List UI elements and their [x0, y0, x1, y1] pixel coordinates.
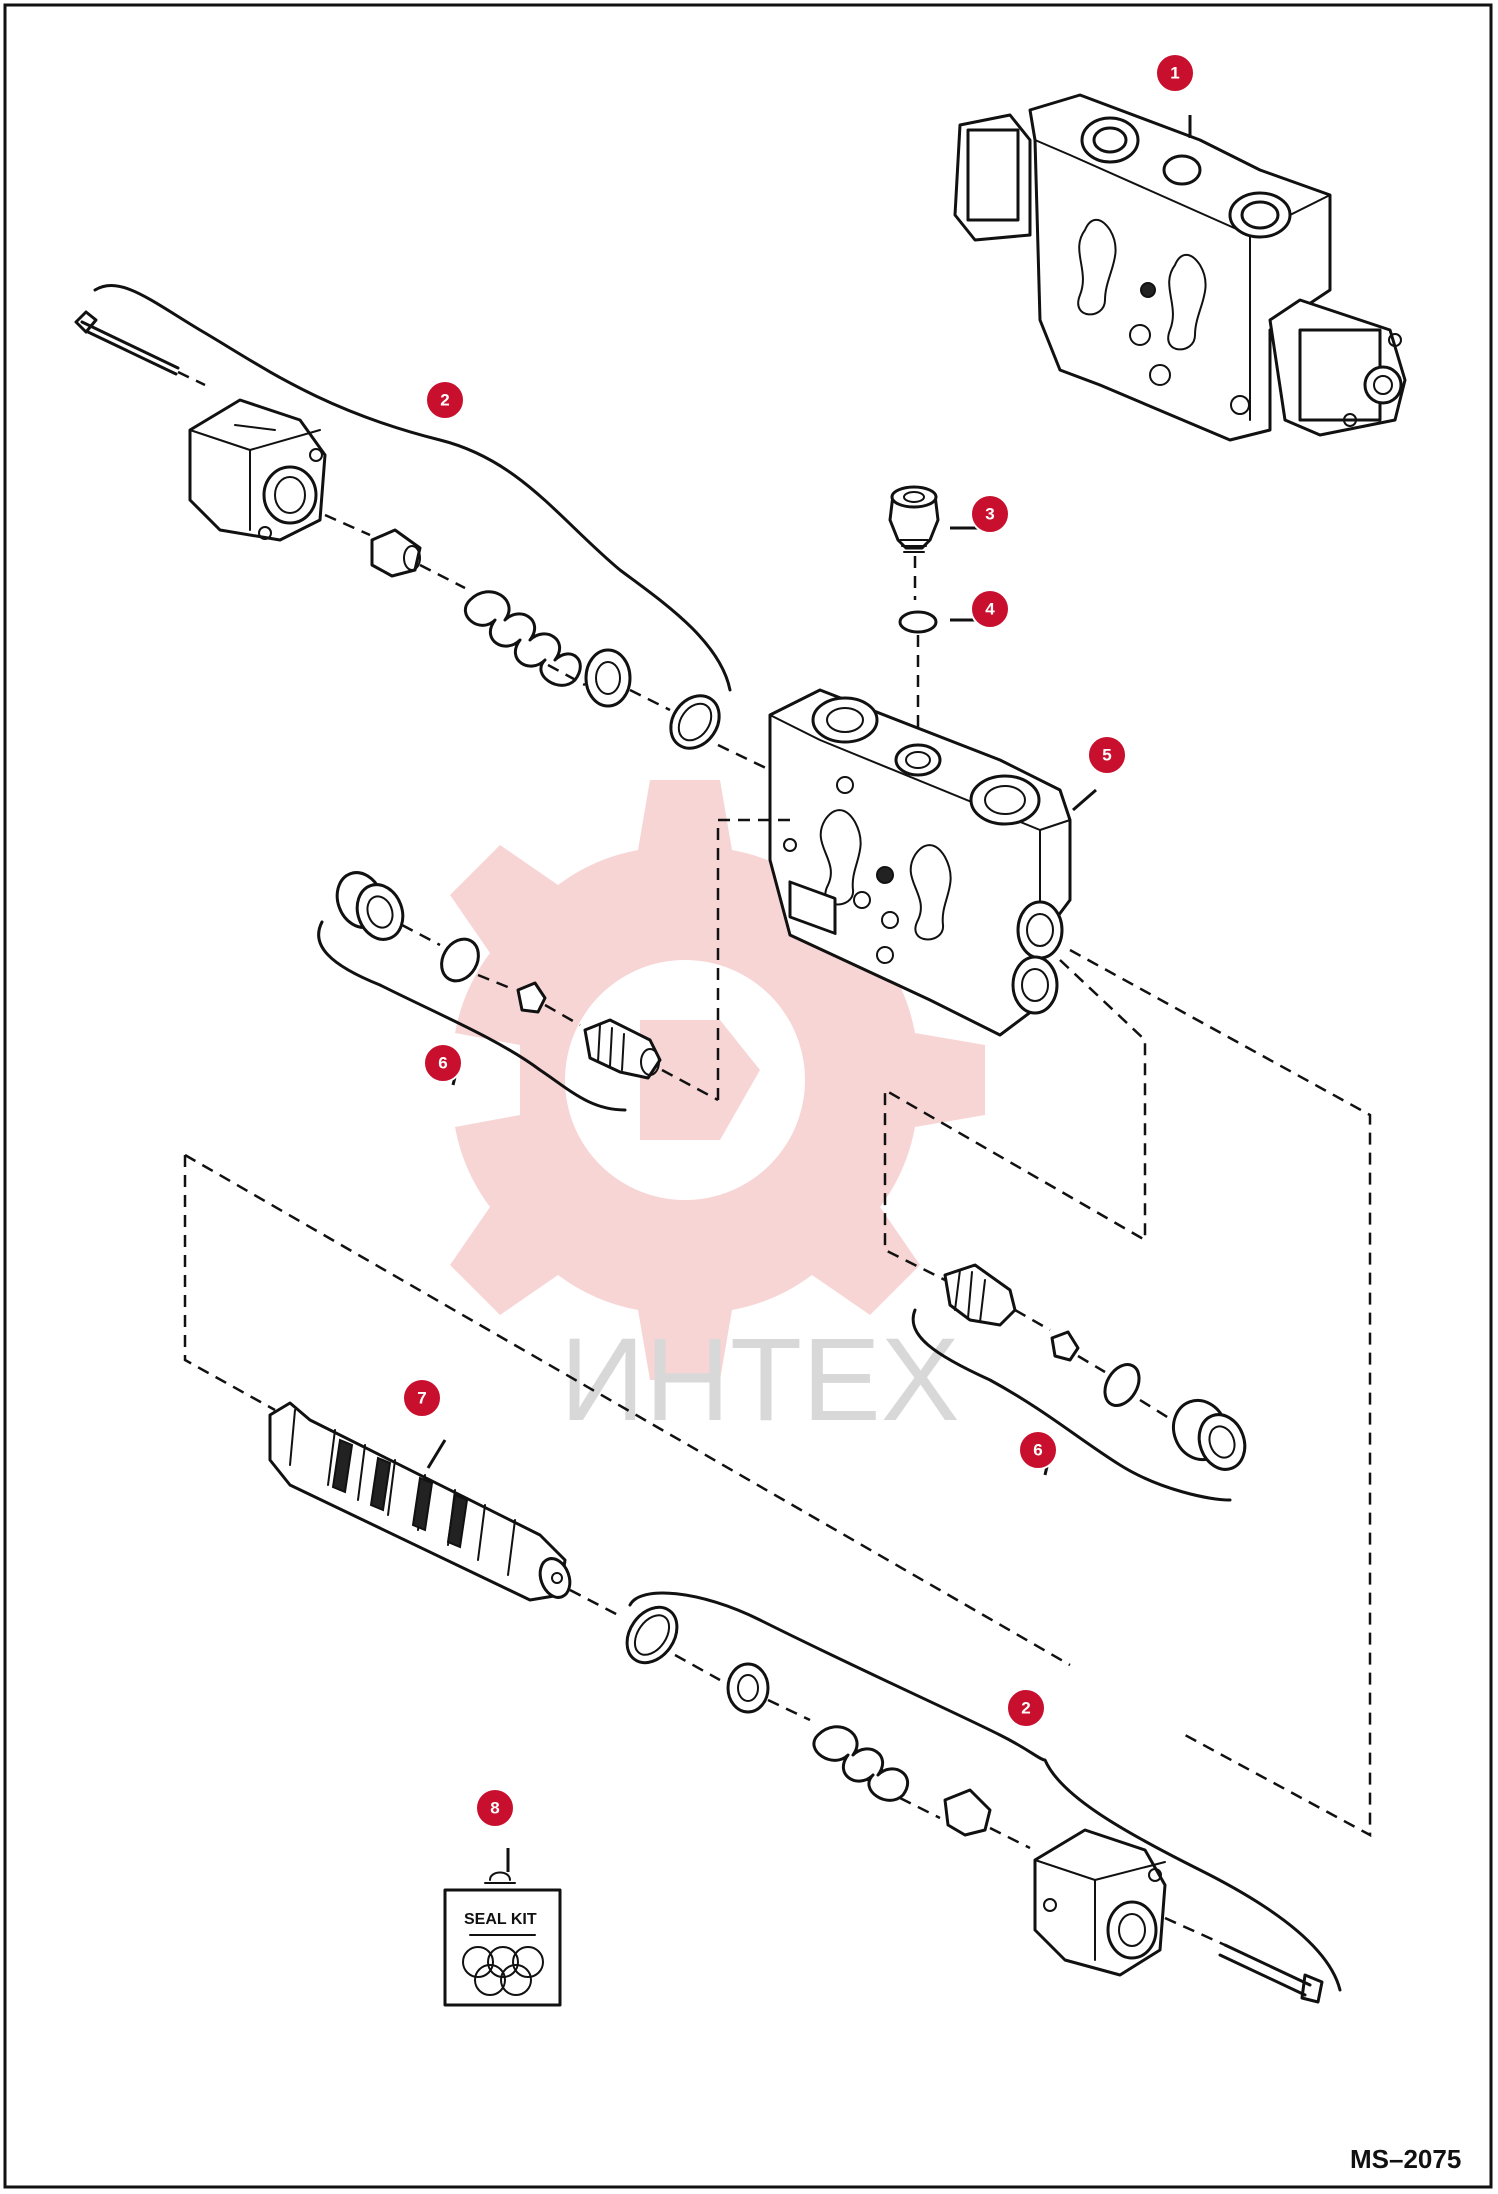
- callout-7: 7: [402, 1378, 442, 1418]
- callout-3: 3: [970, 494, 1010, 534]
- seal-kit-label: SEAL KIT: [464, 1911, 537, 1928]
- relief-plug-part: [888, 485, 940, 730]
- left-relief-group: [317, 871, 719, 1112]
- figure-id: MS–2075: [1350, 2144, 1461, 2174]
- right-relief-group: [911, 1263, 1247, 1502]
- svg-text:3: 3: [985, 505, 994, 524]
- callout-2-upper: 2: [425, 380, 465, 420]
- valve-section-body: [768, 688, 1072, 1037]
- dashed-guide-long-left: [183, 1153, 1071, 1667]
- upper-spool-end-group: [74, 284, 771, 772]
- dashed-guide-left-box: [716, 818, 790, 1100]
- lower-spring: [812, 1725, 910, 1802]
- svg-text:4: 4: [985, 600, 995, 619]
- callout-6-left: 6: [423, 1043, 463, 1083]
- watermark-text: ИНТЕХ: [560, 1314, 960, 1446]
- svg-text:2: 2: [1021, 1699, 1030, 1718]
- dashed-guide-right-box: [883, 959, 1147, 1282]
- callout-8: 8: [475, 1788, 515, 1828]
- svg-text:2: 2: [440, 391, 449, 410]
- svg-text:6: 6: [438, 1054, 447, 1073]
- assembled-valve-section: [953, 93, 1407, 442]
- seal-kit-part: SEAL KIT: [443, 1871, 562, 2007]
- callout-2-lower: 2: [1006, 1688, 1046, 1728]
- dashed-guide-long-right: [1069, 948, 1372, 1838]
- spool-part: [268, 1401, 619, 1617]
- callout-5: 5: [1087, 735, 1127, 775]
- svg-text:7: 7: [417, 1389, 426, 1408]
- lower-spool-end-group: [625, 1591, 1342, 2004]
- callout-6-right: 6: [1018, 1430, 1058, 1470]
- svg-text:5: 5: [1102, 746, 1111, 765]
- callout-1: 1: [1155, 53, 1195, 93]
- callout-4: 4: [970, 589, 1010, 629]
- svg-text:1: 1: [1170, 64, 1179, 83]
- svg-text:8: 8: [490, 1799, 499, 1818]
- svg-text:6: 6: [1033, 1441, 1042, 1460]
